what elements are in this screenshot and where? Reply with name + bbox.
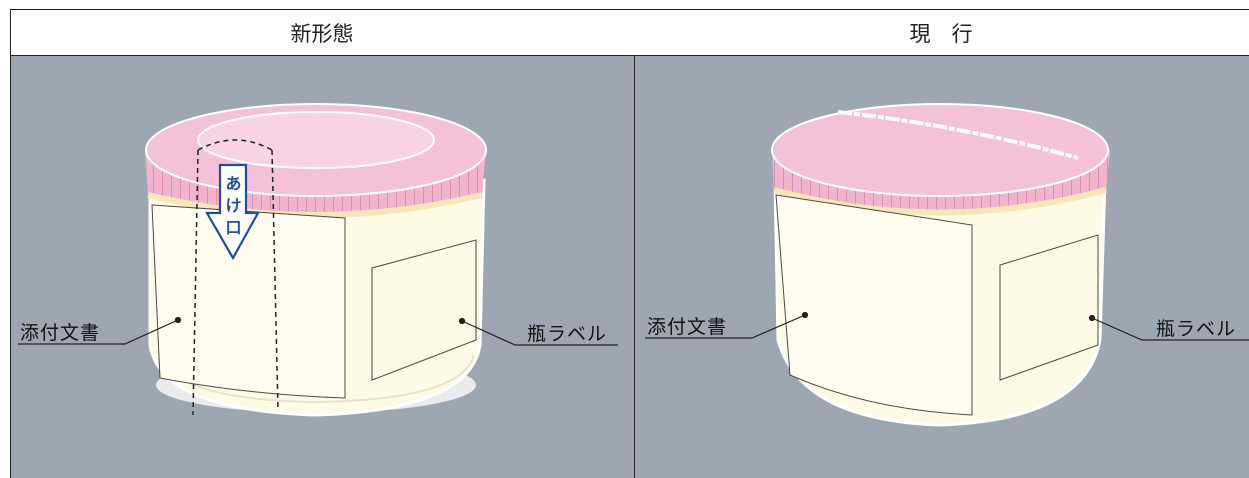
open-here-text: あ け 口 bbox=[224, 173, 244, 239]
column-title-new: 新形態 bbox=[290, 21, 354, 46]
open-here-char-3: 口 bbox=[225, 218, 243, 237]
column-header-new: 新形態 bbox=[10, 9, 634, 56]
label-bottle-label-new: 瓶ラベル bbox=[527, 323, 608, 345]
label-bottle-label-current: 瓶ラベル bbox=[1156, 318, 1237, 340]
jar-new bbox=[145, 103, 487, 417]
tear-strip-dashed bbox=[192, 139, 279, 416]
package-insert-new bbox=[151, 204, 346, 399]
column-title-current: 現 行 bbox=[909, 21, 973, 46]
open-here-char-1: あ bbox=[225, 174, 243, 193]
label-package-insert-new: 添付文書 bbox=[20, 322, 101, 344]
package-insert-current bbox=[775, 194, 973, 416]
jar-current bbox=[771, 103, 1110, 427]
column-header-current: 現 行 bbox=[633, 9, 1249, 56]
cap-new bbox=[145, 103, 487, 218]
open-here-char-2: け bbox=[225, 196, 243, 215]
bottle-label-new bbox=[371, 239, 477, 381]
cap-current bbox=[771, 103, 1110, 216]
bottle-label-current bbox=[999, 234, 1099, 381]
callout-lines bbox=[18, 311, 1249, 346]
open-here-arrow bbox=[205, 163, 260, 261]
label-package-insert-current: 添付文書 bbox=[647, 316, 728, 338]
